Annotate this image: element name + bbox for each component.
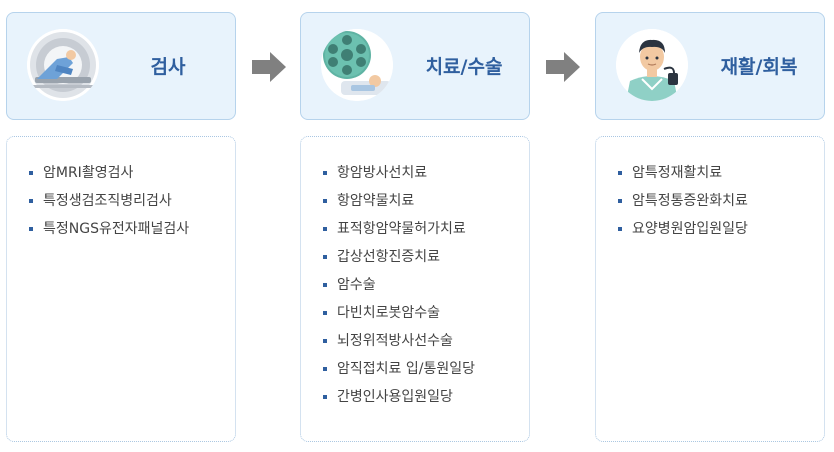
step-recovery-title: 재활/회복 <box>720 56 798 78</box>
list-item: 표적항암약물허가치료 <box>321 215 519 243</box>
step-recovery-list: 암특정재활치료 암특정통증완화치료 요양병원암입원일당 <box>616 159 814 243</box>
mri-scanner-icon <box>27 29 99 101</box>
bullet-icon <box>29 171 33 175</box>
step-exam-title: 검사 <box>150 56 186 78</box>
arrow-right-icon <box>252 52 286 82</box>
bullet-icon <box>323 283 327 287</box>
patient-recovery-icon <box>616 29 688 101</box>
step-exam-list: 암MRI촬영검사 특정생검조직병리검사 특정NGS유전자패널검사 <box>27 159 225 243</box>
list-item: 암특정재활치료 <box>616 159 814 187</box>
step-treatment-header: 치료/수술 <box>300 12 530 120</box>
list-item: 간병인사용입원일당 <box>321 383 519 411</box>
list-item: 암직접치료 입/통원일당 <box>321 355 519 383</box>
bullet-icon <box>323 199 327 203</box>
list-item: 다빈치로봇암수술 <box>321 299 519 327</box>
list-item: 특정생검조직병리검사 <box>27 187 225 215</box>
bullet-icon <box>323 339 327 343</box>
list-item: 항암약물치료 <box>321 187 519 215</box>
step-exam-list-box: 암MRI촬영검사 특정생검조직병리검사 특정NGS유전자패널검사 <box>6 136 236 442</box>
bullet-icon <box>323 171 327 175</box>
step-exam-header: 검사 <box>6 12 236 120</box>
arrow-right-icon <box>546 52 580 82</box>
surgery-light-icon <box>321 29 393 101</box>
step-treatment-list: 항암방사선치료 항암약물치료 표적항암약물허가치료 갑상선항진증치료 암수술 다… <box>321 159 519 411</box>
list-item: 암특정통증완화치료 <box>616 187 814 215</box>
step-recovery-header: 재활/회복 <box>595 12 825 120</box>
step-recovery-list-box: 암특정재활치료 암특정통증완화치료 요양병원암입원일당 <box>595 136 825 442</box>
bullet-icon <box>323 311 327 315</box>
list-item: 암수술 <box>321 271 519 299</box>
bullet-icon <box>29 199 33 203</box>
list-item: 암MRI촬영검사 <box>27 159 225 187</box>
bullet-icon <box>618 227 622 231</box>
step-treatment-title: 치료/수술 <box>425 56 503 78</box>
bullet-icon <box>618 199 622 203</box>
step-treatment-list-box: 항암방사선치료 항암약물치료 표적항암약물허가치료 갑상선항진증치료 암수술 다… <box>300 136 530 442</box>
step-recovery: 재활/회복 암특정재활치료 암특정통증완화치료 요양병원암입원일당 <box>595 12 825 442</box>
bullet-icon <box>323 395 327 399</box>
list-item: 뇌정위적방사선수술 <box>321 327 519 355</box>
list-item: 특정NGS유전자패널검사 <box>27 215 225 243</box>
list-item: 갑상선항진증치료 <box>321 243 519 271</box>
step-treatment: 치료/수술 항암방사선치료 항암약물치료 표적항암약물허가치료 갑상선항진증치료… <box>300 12 530 442</box>
step-exam: 검사 암MRI촬영검사 특정생검조직병리검사 특정NGS유전자패널검사 <box>6 12 236 442</box>
bullet-icon <box>29 227 33 231</box>
list-item: 항암방사선치료 <box>321 159 519 187</box>
bullet-icon <box>323 367 327 371</box>
bullet-icon <box>618 171 622 175</box>
list-item: 요양병원암입원일당 <box>616 215 814 243</box>
bullet-icon <box>323 255 327 259</box>
bullet-icon <box>323 227 327 231</box>
